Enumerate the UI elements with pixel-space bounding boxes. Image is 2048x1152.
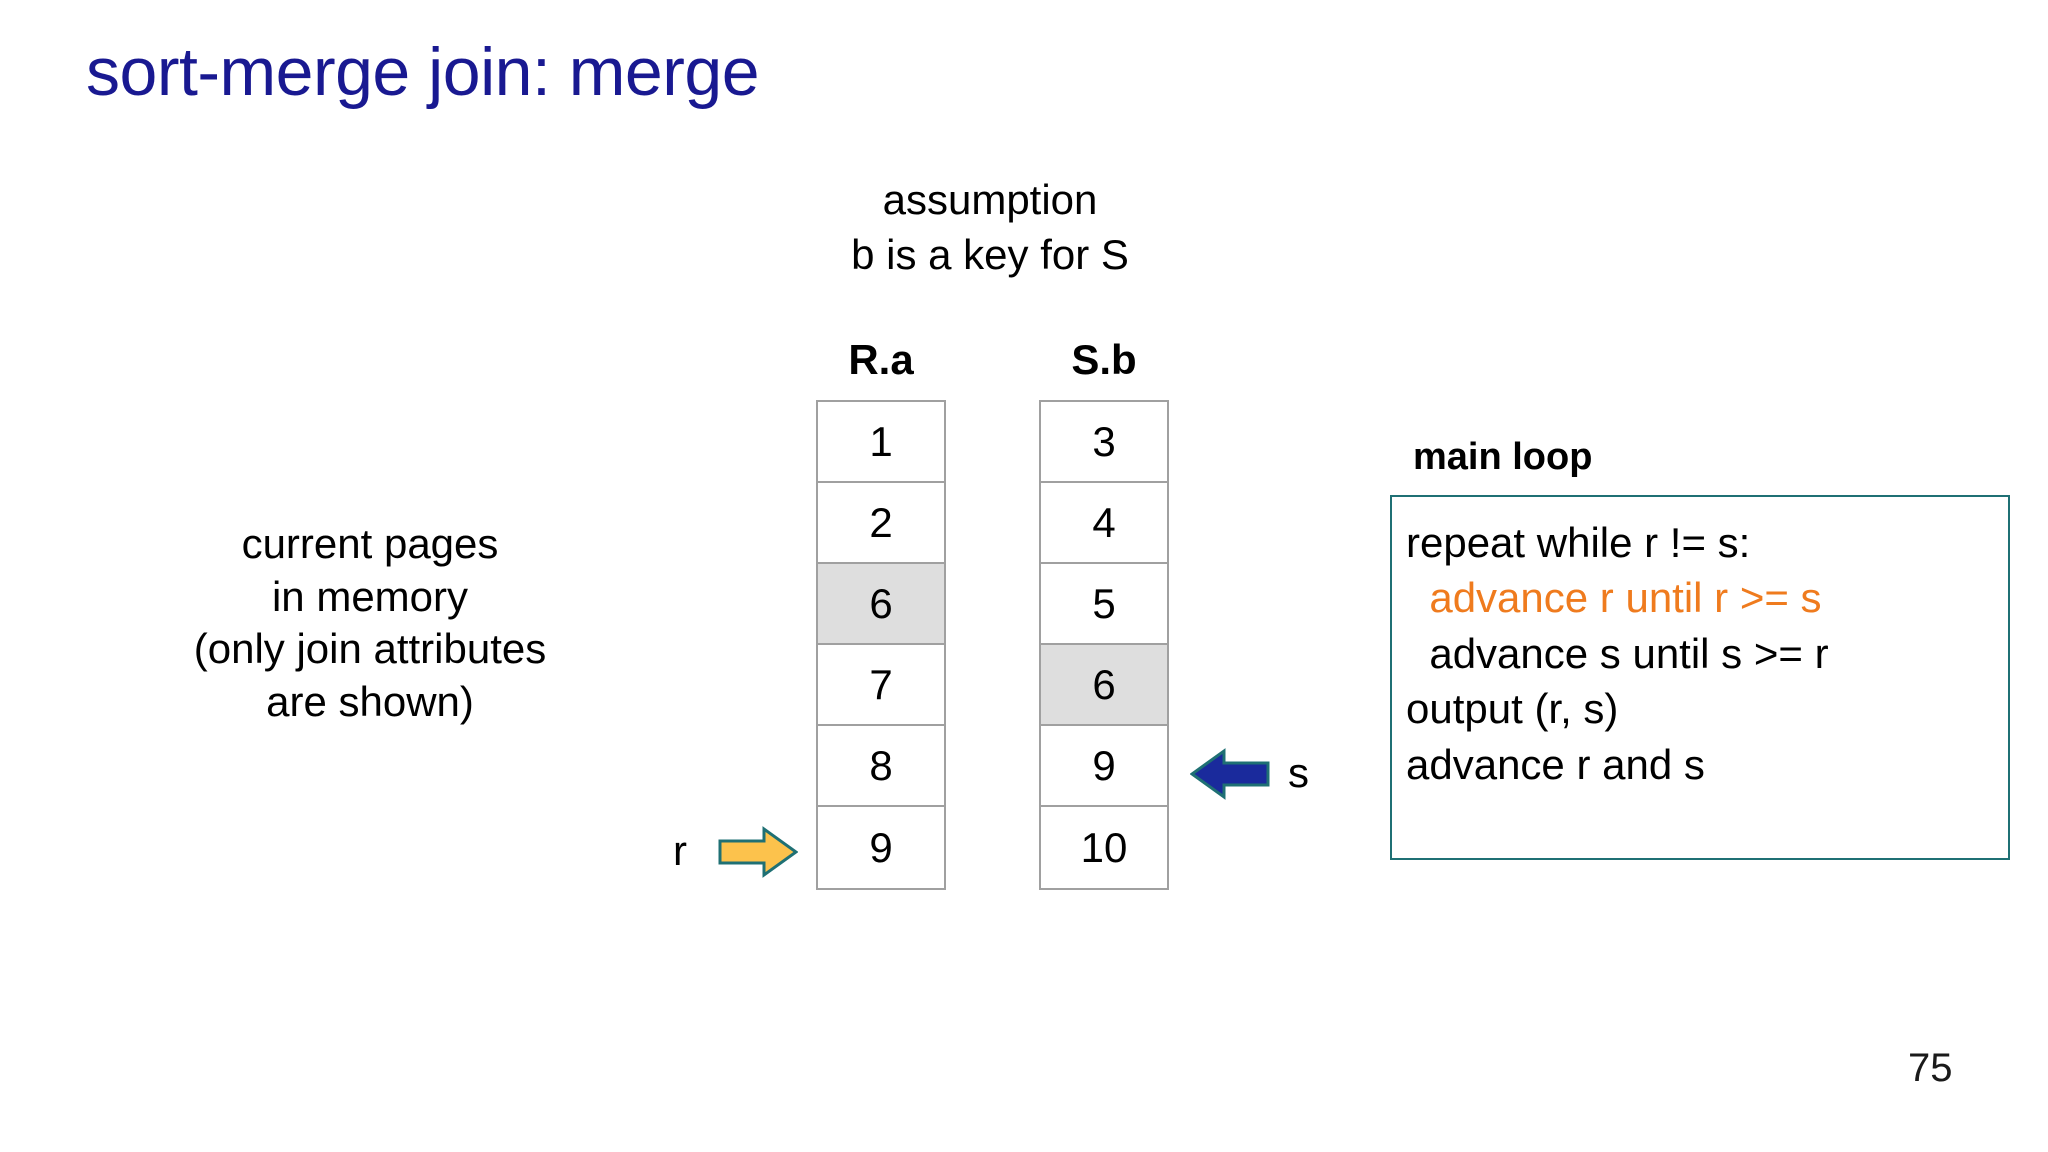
memory-caption-line-4: are shown) xyxy=(266,677,474,725)
main-loop-label: main loop xyxy=(1413,436,1593,478)
relation-s-cell: 10 xyxy=(1041,807,1167,888)
relation-s-cell: 3 xyxy=(1041,402,1167,483)
main-loop-code-line: advance s until s >= r xyxy=(1406,629,1829,677)
relation-r-cell: 8 xyxy=(818,726,944,807)
relation-s-cell: 6 xyxy=(1041,645,1167,726)
main-loop-code-line: repeat while r != s: xyxy=(1406,519,1751,566)
relation-r-cell: 6 xyxy=(818,564,944,645)
memory-caption: current pages in memory (only join attri… xyxy=(50,518,690,728)
column-header-sb: S.b xyxy=(1071,336,1137,383)
pointer-s-label: s xyxy=(1288,749,1309,796)
assumption-note: assumption b is a key for S xyxy=(760,173,1220,282)
relation-r-cell: 9 xyxy=(818,807,944,888)
relation-r-cell: 2 xyxy=(818,483,944,564)
main-loop-code-line: output (r, s) xyxy=(1406,685,1619,733)
assumption-line-2: b is a key for S xyxy=(851,230,1129,278)
relation-s-cell: 4 xyxy=(1041,483,1167,564)
memory-caption-line-2: in memory xyxy=(271,572,469,620)
memory-caption-line-3: (only join attributes xyxy=(193,625,547,672)
main-loop-code-box: repeat while r != s: advance r until r >… xyxy=(1390,495,2010,860)
pointer-r-arrow-icon xyxy=(718,826,799,878)
relation-r-cell: 1 xyxy=(818,402,944,483)
column-header-ra: R.a xyxy=(848,336,914,383)
relation-s-cell: 5 xyxy=(1041,564,1167,645)
page-number: 75 xyxy=(1908,1046,1953,1090)
main-loop-code-line: advance r and s xyxy=(1406,740,1705,788)
relation-s-cell: 9 xyxy=(1041,726,1167,807)
assumption-line-1: assumption xyxy=(882,176,1098,223)
page-title: sort-merge join: merge xyxy=(86,34,760,110)
pointer-r-label: r xyxy=(673,827,687,874)
relation-r-cell: 7 xyxy=(818,645,944,726)
memory-caption-line-1: current pages xyxy=(241,520,499,567)
main-loop-code-line: advance r until r >= s xyxy=(1406,574,1822,622)
pointer-s-arrow-icon xyxy=(1189,748,1270,800)
